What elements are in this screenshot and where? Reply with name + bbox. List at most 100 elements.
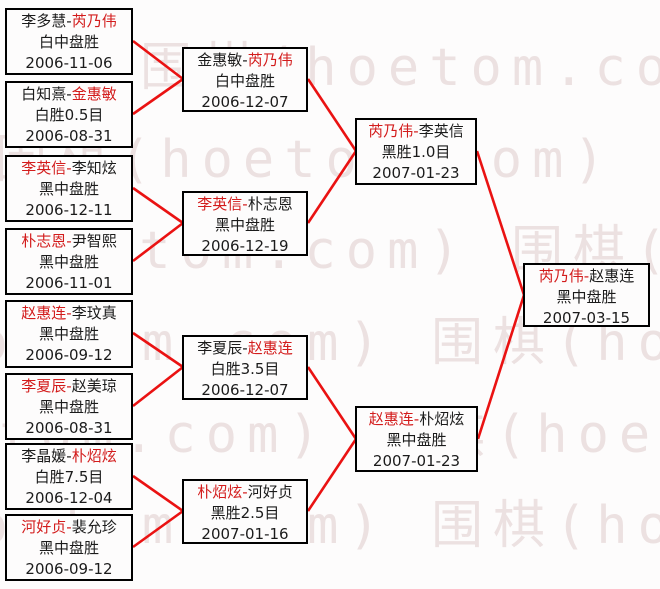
match-result: 白中盘胜 <box>214 72 275 90</box>
dash-separator: - <box>66 85 72 103</box>
connector-line <box>132 77 184 116</box>
match-players: 朴炤炫-河好贞 <box>184 482 306 503</box>
player-1: 芮乃伟 <box>538 267 584 285</box>
match-date: 2006-12-19 <box>201 237 289 255</box>
dash-separator: - <box>413 410 420 428</box>
match-players: 李夏辰-赵美琼 <box>7 376 131 397</box>
match-date: 2006-11-01 <box>25 274 113 292</box>
connector-line <box>132 221 184 263</box>
player-1: 朴志恩 <box>21 232 67 250</box>
match-box-r1m1: 李多慧-芮乃伟 白中盘胜 2006-11-06 <box>5 8 133 75</box>
dash-separator: - <box>66 159 72 177</box>
match-result: 黑胜1.0目 <box>381 143 451 161</box>
player-2: 朴志恩 <box>247 195 293 213</box>
match-date: 2006-12-11 <box>25 201 113 219</box>
match-players: 金惠敏-芮乃伟 <box>184 50 306 71</box>
match-date: 2006-08-31 <box>25 419 113 437</box>
connector-line <box>132 186 184 225</box>
match-box-r1m5: 赵惠连-李玟真 黑中盘胜 2006-09-12 <box>5 300 133 368</box>
dash-separator: - <box>66 304 72 322</box>
match-box-r1m3: 李英信-李知炫 黑中盘胜 2006-12-11 <box>5 155 133 222</box>
match-box-r1m4: 朴志恩-尹智熙 黑中盘胜 2006-11-01 <box>5 228 133 295</box>
dash-separator: - <box>66 377 72 395</box>
player-1: 李夏辰 <box>197 339 243 357</box>
match-players: 白知熹-金惠敏 <box>7 84 131 105</box>
match-date: 2006-08-31 <box>25 127 113 145</box>
match-result: 白胜0.5目 <box>34 106 104 124</box>
match-result: 白胜3.5目 <box>210 360 280 378</box>
connector-line <box>132 474 184 513</box>
player-1: 李夏辰 <box>21 377 67 395</box>
match-players: 赵惠连-朴炤炫 <box>357 409 476 430</box>
player-1: 金惠敏 <box>197 51 243 69</box>
match-result: 白胜7.5目 <box>34 468 104 486</box>
match-box-sf1: 芮乃伟-李英信 黑胜1.0目 2007-01-23 <box>355 118 477 185</box>
player-1: 朴炤炫 <box>197 483 243 501</box>
match-result: 黑中盘胜 <box>214 216 275 234</box>
player-1: 河好贞 <box>21 518 67 536</box>
connector-line <box>306 150 358 224</box>
dash-separator: - <box>242 195 248 213</box>
match-players: 芮乃伟-赵惠连 <box>525 266 648 287</box>
connector-line <box>132 365 184 408</box>
connector-line <box>306 438 358 512</box>
connector-line <box>475 150 526 296</box>
match-date: 2007-01-23 <box>372 452 461 470</box>
match-date: 2007-03-15 <box>542 309 631 327</box>
player-1: 赵惠连 <box>368 410 414 428</box>
dash-separator: - <box>242 51 248 69</box>
player-1: 李英信 <box>197 195 243 213</box>
match-players: 赵惠连-李玟真 <box>7 303 131 324</box>
match-players: 李夏辰-赵惠连 <box>184 338 306 359</box>
match-players: 河好贞-裴允珍 <box>7 517 131 538</box>
match-date: 2007-01-16 <box>201 525 289 543</box>
match-result: 黑中盘胜 <box>556 288 617 306</box>
match-date: 2006-09-12 <box>25 560 113 578</box>
match-players: 朴志恩-尹智熙 <box>7 231 131 252</box>
match-result: 黑中盘胜 <box>38 539 99 557</box>
player-2: 李知炫 <box>71 159 117 177</box>
match-result: 黑胜2.5目 <box>210 504 280 522</box>
match-date: 2006-12-07 <box>201 381 289 399</box>
player-2: 赵惠连 <box>589 267 635 285</box>
player-2: 金惠敏 <box>71 85 117 103</box>
player-1: 芮乃伟 <box>368 122 414 140</box>
player-2: 赵惠连 <box>247 339 293 357</box>
match-box-final: 芮乃伟-赵惠连 黑中盘胜 2007-03-15 <box>523 263 650 327</box>
connector-line <box>306 78 358 152</box>
match-date: 2006-12-04 <box>25 489 113 507</box>
match-date: 2006-11-06 <box>25 54 113 72</box>
match-players: 芮乃伟-李英信 <box>357 121 475 142</box>
dash-separator: - <box>413 122 419 140</box>
player-1: 赵惠连 <box>21 304 67 322</box>
player-2: 尹智熙 <box>71 232 117 250</box>
player-1: 李多慧 <box>21 12 67 30</box>
match-result: 白中盘胜 <box>38 33 99 51</box>
player-2: 芮乃伟 <box>71 12 117 30</box>
match-box-r2m1: 金惠敏-芮乃伟 白中盘胜 2006-12-07 <box>182 47 308 112</box>
match-result: 黑中盘胜 <box>38 398 99 416</box>
match-result: 黑中盘胜 <box>38 180 99 198</box>
player-2: 裴允珍 <box>71 518 117 536</box>
match-date: 2006-09-12 <box>25 346 113 364</box>
match-box-r1m8: 河好贞-裴允珍 黑中盘胜 2006-09-12 <box>5 514 133 581</box>
match-date: 2006-12-07 <box>201 93 289 111</box>
match-result: 黑中盘胜 <box>38 325 99 343</box>
dash-separator: - <box>66 518 72 536</box>
match-date: 2007-01-23 <box>372 164 460 182</box>
player-2: 朴炤炫 <box>419 410 465 428</box>
connector-line <box>132 39 184 81</box>
match-box-sf2: 赵惠连-朴炤炫 黑中盘胜 2007-01-23 <box>355 406 478 472</box>
dash-separator: - <box>583 267 590 285</box>
match-box-r1m6: 李夏辰-赵美琼 黑中盘胜 2006-08-31 <box>5 373 133 440</box>
player-1: 李英信 <box>21 159 67 177</box>
connector-line <box>306 366 358 440</box>
connector-line <box>132 509 184 549</box>
match-result: 黑中盘胜 <box>38 253 99 271</box>
player-2: 河好贞 <box>247 483 293 501</box>
dash-separator: - <box>66 232 72 250</box>
match-box-r1m2: 白知熹-金惠敏 白胜0.5目 2006-08-31 <box>5 81 133 148</box>
match-result: 黑中盘胜 <box>386 431 447 449</box>
